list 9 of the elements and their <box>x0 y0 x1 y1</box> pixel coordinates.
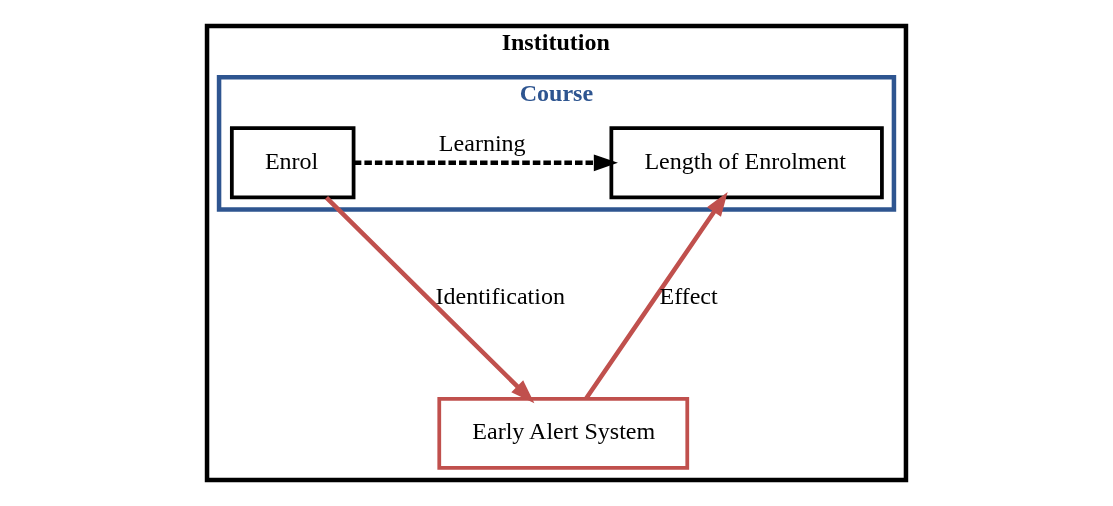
arrow <box>324 196 535 404</box>
edge-label: Effect <box>659 282 718 309</box>
node-box: Length of Enrolment <box>609 126 884 200</box>
node-box: Early Alert System <box>437 396 690 470</box>
edge-label: Learning <box>438 129 526 156</box>
edge-label: Identification <box>435 282 565 309</box>
arrow <box>584 192 728 400</box>
node-box: Enrol <box>229 126 356 200</box>
arrow <box>353 154 618 172</box>
